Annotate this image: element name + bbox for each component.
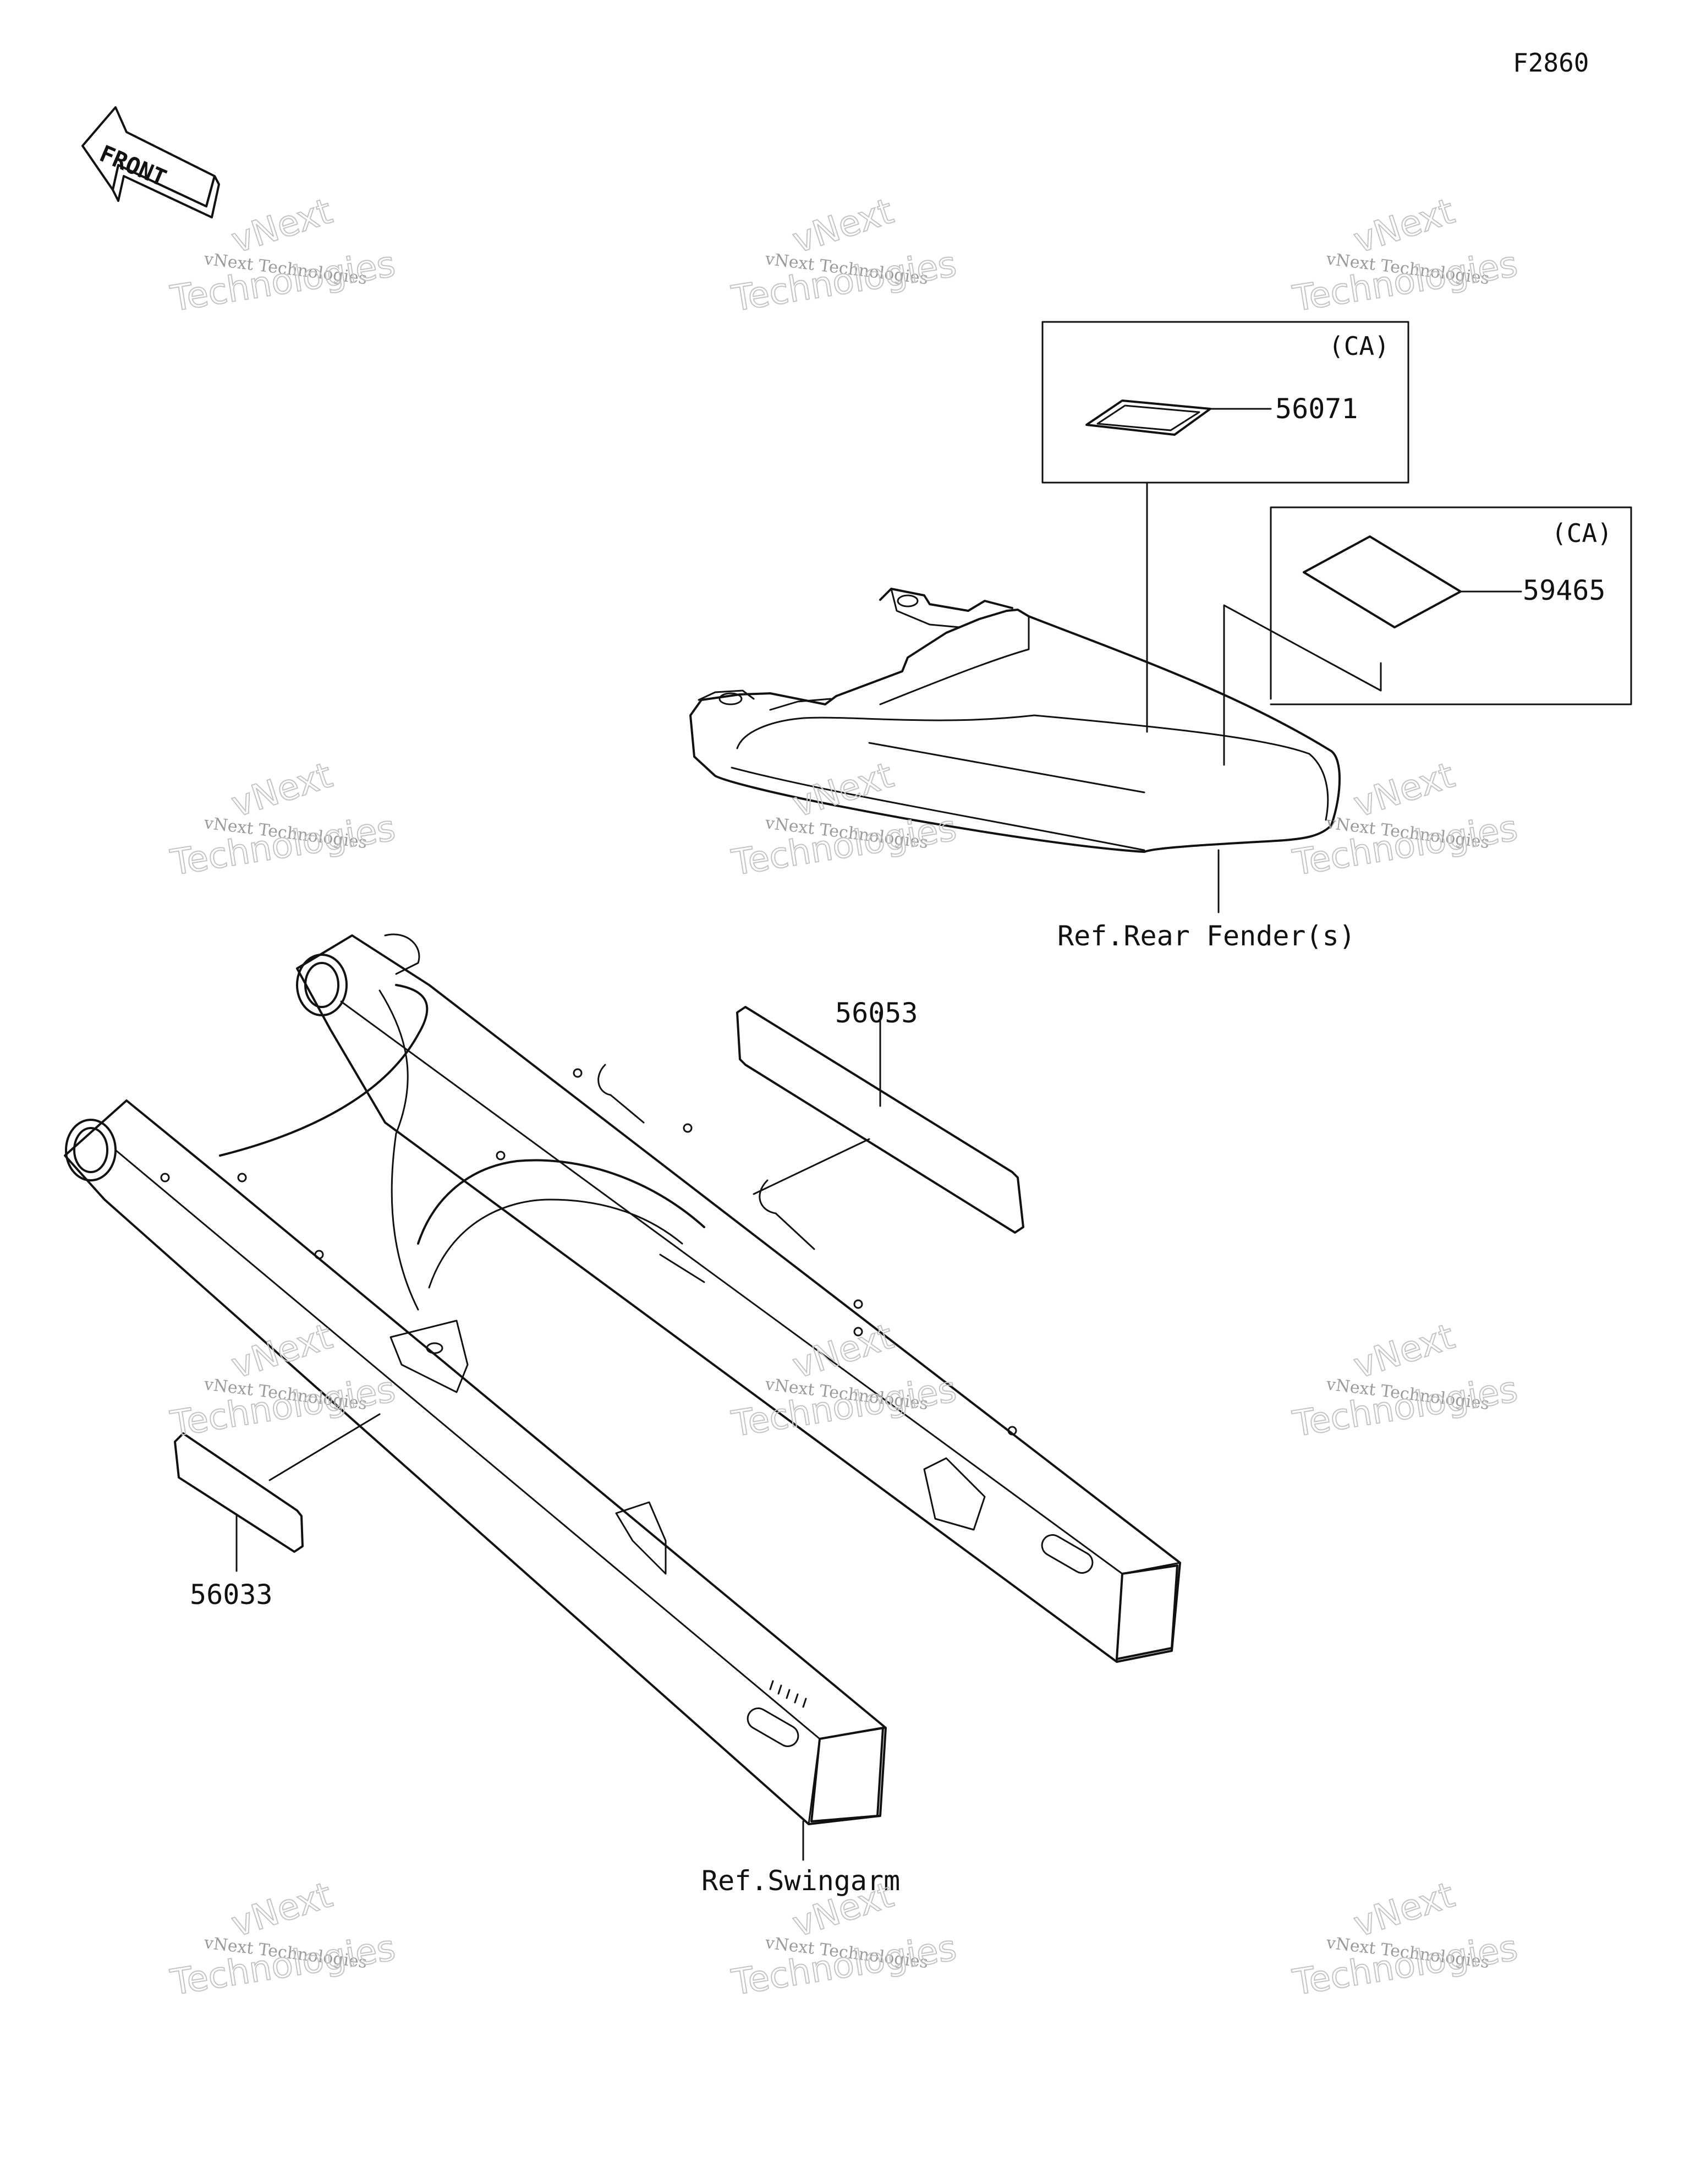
watermark: vNext vNext Technologies Technologies xyxy=(167,190,399,320)
label-56071-icon xyxy=(1085,399,1211,436)
svg-text:Technologies: Technologies xyxy=(168,244,398,320)
svg-text:Technologies: Technologies xyxy=(729,1369,959,1445)
callout-box-56071: (CA) 56071 xyxy=(1041,321,1409,733)
watermark: vNext vNext Technologies Technologies xyxy=(1290,1874,1521,2004)
svg-text:vNext: vNext xyxy=(227,1875,337,1945)
callout-box-59465: (CA) 59465 xyxy=(1223,506,1632,766)
label-56033-icon xyxy=(174,1432,304,1553)
diagram-id: F2860 xyxy=(1513,48,1589,78)
region-label-59465: (CA) xyxy=(1551,518,1612,548)
svg-text:Technologies: Technologies xyxy=(1290,1369,1521,1445)
watermark: vNext vNext Technologies Technologies xyxy=(167,754,399,884)
watermark: vNext vNext Technologies Technologies xyxy=(728,190,960,320)
svg-text:Technologies: Technologies xyxy=(729,1928,959,2004)
watermark: vNext vNext Technologies Technologies xyxy=(167,1874,399,2004)
label-59465-icon xyxy=(1303,535,1462,628)
part-number-56071: 56071 xyxy=(1275,393,1358,425)
svg-text:Technologies: Technologies xyxy=(729,244,959,320)
part-number-59465: 59465 xyxy=(1523,574,1606,606)
svg-text:Technologies: Technologies xyxy=(729,808,959,884)
svg-text:vNext: vNext xyxy=(227,755,337,825)
swingarm-drawing xyxy=(64,933,1181,1825)
label-56053-icon xyxy=(736,1006,1024,1234)
region-label-56071: (CA) xyxy=(1329,331,1390,361)
watermark: vNext vNext Technologies Technologies xyxy=(1290,754,1521,884)
svg-text:Technologies: Technologies xyxy=(1290,808,1521,884)
svg-text:vNext: vNext xyxy=(227,1316,337,1387)
watermark: vNext vNext Technologies Technologies xyxy=(167,1316,399,1446)
svg-text:vNext: vNext xyxy=(788,191,898,261)
front-arrow-icon: FRONT xyxy=(81,106,220,218)
watermark: vNext vNext Technologies Technologies xyxy=(728,754,960,884)
svg-text:vNext: vNext xyxy=(227,191,337,261)
svg-text:Technologies: Technologies xyxy=(168,1928,398,2004)
svg-text:Technologies: Technologies xyxy=(168,1369,398,1445)
watermark: vNext vNext Technologies Technologies xyxy=(1290,1316,1521,1446)
svg-text:vNext: vNext xyxy=(1349,1875,1459,1945)
svg-text:Technologies: Technologies xyxy=(1290,1928,1521,2004)
rear-fender-drawing xyxy=(689,588,1341,853)
svg-text:vNext: vNext xyxy=(1349,755,1459,825)
watermark: vNext vNext Technologies Technologies xyxy=(1290,190,1521,320)
ref-rear-fender-label: Ref.Rear Fender(s) xyxy=(1057,920,1356,952)
svg-text:vNext: vNext xyxy=(1349,191,1459,261)
watermark: vNext vNext Technologies Technologies xyxy=(728,1316,960,1446)
svg-text:vNext: vNext xyxy=(788,1316,898,1387)
svg-text:Technologies: Technologies xyxy=(168,808,398,884)
svg-text:Technologies: Technologies xyxy=(1290,244,1521,320)
part-number-56053: 56053 xyxy=(835,997,918,1029)
part-number-56033: 56033 xyxy=(190,1579,273,1611)
ref-swingarm-label: Ref.Swingarm xyxy=(701,1865,900,1897)
svg-text:vNext: vNext xyxy=(1349,1316,1459,1387)
